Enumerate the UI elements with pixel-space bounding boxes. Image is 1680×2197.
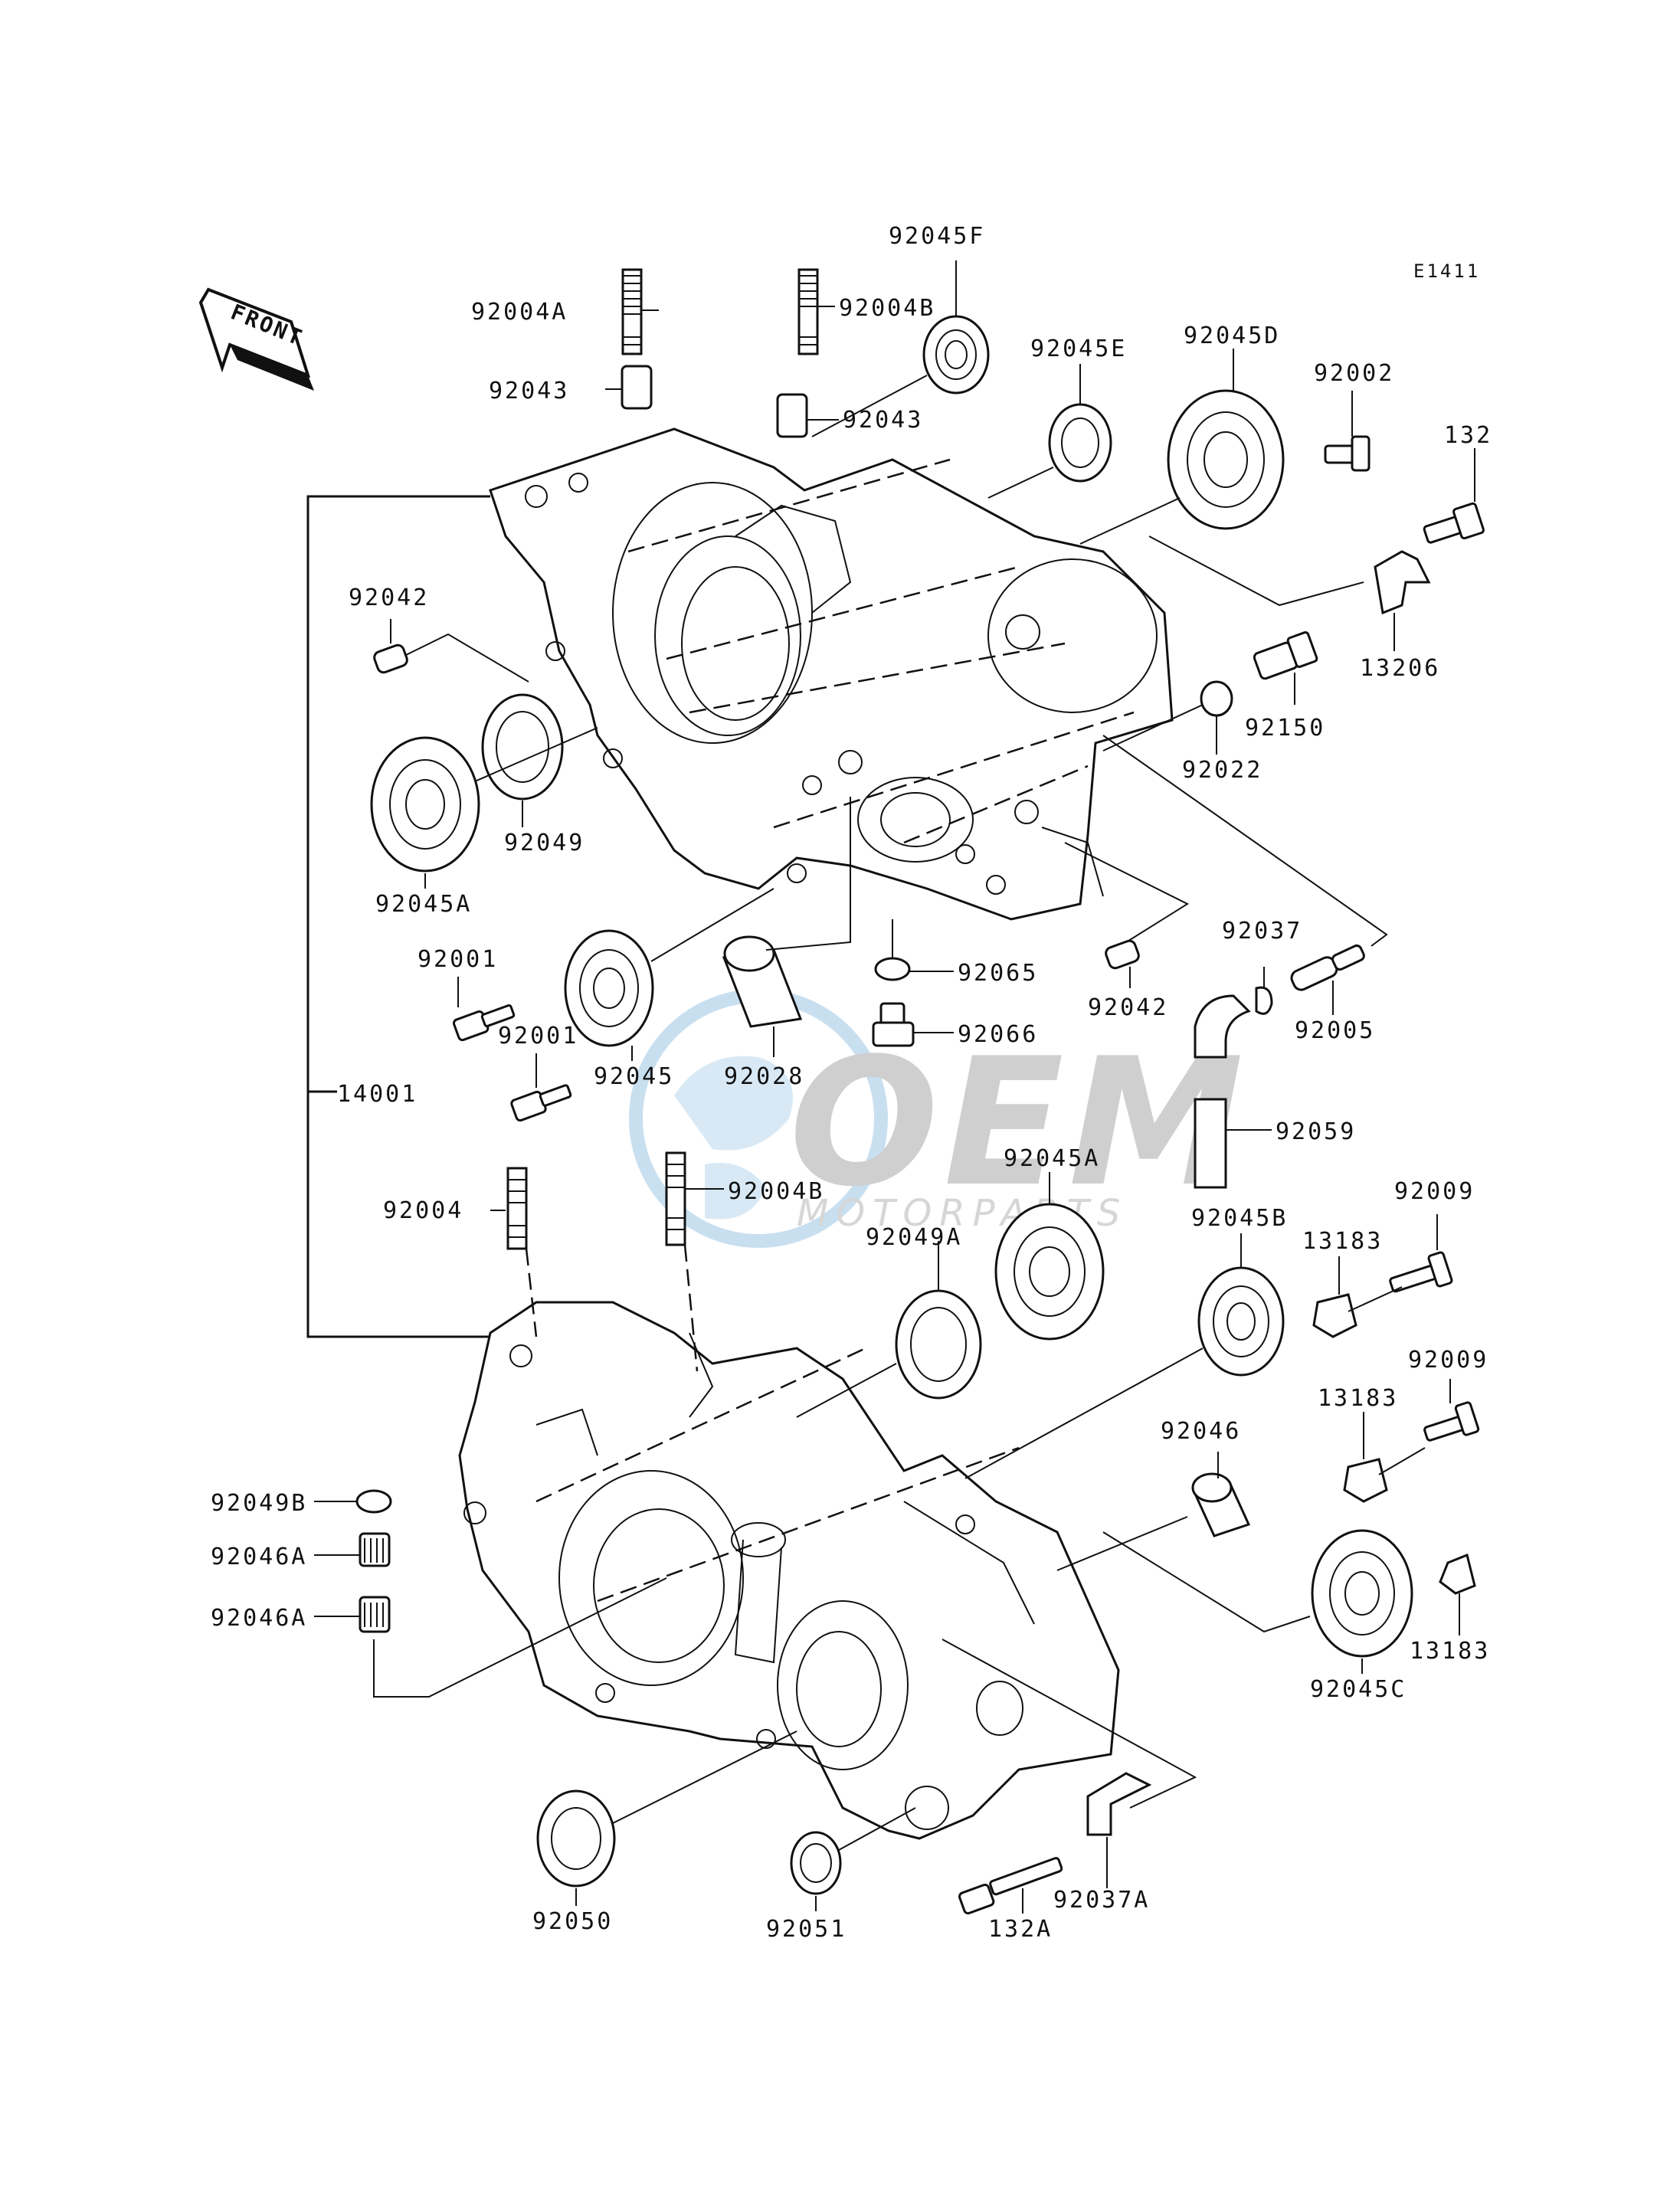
- label-92065: 92065: [958, 960, 1038, 987]
- bracket-13183-b: [1343, 1458, 1388, 1503]
- label-92042-mid: 92042: [1088, 994, 1168, 1021]
- seal-92049A: [895, 1289, 982, 1400]
- label-92045A-mid: 92045A: [1004, 1145, 1100, 1172]
- screw-92002: [1324, 435, 1371, 472]
- label-92004B-top: 92004B: [839, 295, 935, 322]
- label-92005: 92005: [1295, 1017, 1375, 1044]
- label-92037: 92037: [1222, 918, 1302, 945]
- label-92001-b: 92001: [498, 1023, 578, 1049]
- label-92045B: 92045B: [1191, 1205, 1288, 1232]
- label-92066: 92066: [958, 1021, 1038, 1048]
- washer-92022: [1200, 680, 1233, 717]
- label-92150: 92150: [1245, 715, 1325, 742]
- dowel-92042-top: [373, 643, 408, 674]
- label-92045C: 92045C: [1310, 1676, 1407, 1703]
- stud-92004B-bottom: [665, 1151, 686, 1246]
- label-13183-c: 13183: [1410, 1638, 1490, 1665]
- watermark-brand: OEM: [789, 1021, 1249, 1226]
- screw-92009-b: [1423, 1401, 1480, 1442]
- bearing-92045: [564, 929, 654, 1047]
- label-14001: 14001: [337, 1081, 418, 1108]
- washer-92049B: [355, 1489, 392, 1514]
- bolt-92150: [1253, 631, 1318, 680]
- plug-92066: [872, 1002, 915, 1047]
- label-92043-left: 92043: [489, 378, 569, 404]
- label-92043-right: 92043: [843, 407, 923, 434]
- bearing-92045A-mid: [994, 1203, 1105, 1341]
- dowel-92043-left: [621, 365, 653, 410]
- stud-92004: [506, 1167, 528, 1250]
- label-13206: 13206: [1360, 655, 1440, 682]
- bearing-92045D: [1167, 389, 1285, 530]
- seal-92049: [481, 693, 564, 801]
- bolt-132: [1423, 502, 1485, 544]
- label-92059: 92059: [1276, 1118, 1356, 1145]
- lower-crankcase-half: [458, 1301, 1120, 1840]
- bearing-92046: [1191, 1472, 1251, 1537]
- bracket-14001: [306, 495, 490, 1338]
- label-132: 132: [1444, 422, 1492, 449]
- label-92022: 92022: [1182, 757, 1262, 784]
- label-132A: 132A: [988, 1916, 1053, 1943]
- hose-92059: [1194, 994, 1251, 1189]
- label-92046A-b: 92046A: [211, 1605, 307, 1632]
- seal-92051: [790, 1831, 842, 1895]
- label-92042-top: 92042: [349, 584, 429, 611]
- label-13183-b: 13183: [1318, 1385, 1398, 1412]
- label-92045E: 92045E: [1030, 336, 1127, 362]
- screw-92009-a: [1389, 1251, 1453, 1293]
- label-92004B-bottom: 92004B: [728, 1178, 824, 1205]
- label-92049B: 92049B: [211, 1490, 307, 1517]
- label-92046: 92046: [1161, 1418, 1241, 1445]
- clamp-92037A: [1086, 1772, 1152, 1836]
- diagram-code: E1411: [1413, 260, 1480, 282]
- label-92046A-a: 92046A: [211, 1544, 307, 1570]
- clip-92037: [1255, 986, 1273, 1015]
- label-92045D: 92045D: [1184, 323, 1280, 349]
- bearing-92045E: [1048, 403, 1112, 483]
- bolt-92001-b: [510, 1084, 572, 1122]
- bearing-92045C: [1311, 1529, 1413, 1658]
- label-13183-a: 13183: [1302, 1228, 1383, 1255]
- bearing-92046A-b: [359, 1596, 391, 1633]
- bolt-92001-a: [452, 1004, 516, 1042]
- dowel-92042-mid: [1105, 939, 1140, 970]
- label-92002: 92002: [1314, 360, 1394, 387]
- dowel-92043-right: [776, 393, 808, 438]
- bolt-132A: [958, 1857, 1063, 1915]
- fitting-92005: [1290, 944, 1365, 991]
- label-92037A: 92037A: [1053, 1887, 1150, 1914]
- front-arrow-icon: FRONT: [198, 287, 314, 391]
- stud-92004A: [621, 268, 643, 355]
- bearing-92045A-top: [370, 736, 480, 873]
- label-92009-a: 92009: [1394, 1178, 1475, 1205]
- label-92049: 92049: [504, 830, 585, 856]
- label-92045: 92045: [594, 1063, 674, 1090]
- label-92051: 92051: [766, 1916, 847, 1943]
- bearing-92046A-a: [359, 1532, 391, 1567]
- label-92001-a: 92001: [418, 946, 498, 973]
- label-92049A: 92049A: [866, 1224, 962, 1251]
- bracket-13206: [1374, 550, 1431, 615]
- label-92004A: 92004A: [471, 299, 568, 326]
- collar-92028: [722, 935, 803, 1028]
- bracket-13183-a: [1312, 1293, 1357, 1338]
- bracket-13183-c: [1439, 1553, 1476, 1595]
- bearing-92045F: [922, 315, 990, 395]
- label-92045A-top: 92045A: [375, 891, 472, 918]
- upper-crankcase-half: [489, 427, 1174, 921]
- label-92004: 92004: [383, 1197, 463, 1224]
- stud-92004B-top: [797, 268, 819, 355]
- washer-92065: [874, 957, 911, 981]
- bearing-92045B: [1197, 1266, 1285, 1377]
- label-92028: 92028: [724, 1063, 804, 1090]
- seal-92050: [536, 1789, 616, 1888]
- label-92045F: 92045F: [889, 223, 985, 250]
- label-92050: 92050: [532, 1908, 613, 1935]
- label-92009-b: 92009: [1408, 1347, 1488, 1374]
